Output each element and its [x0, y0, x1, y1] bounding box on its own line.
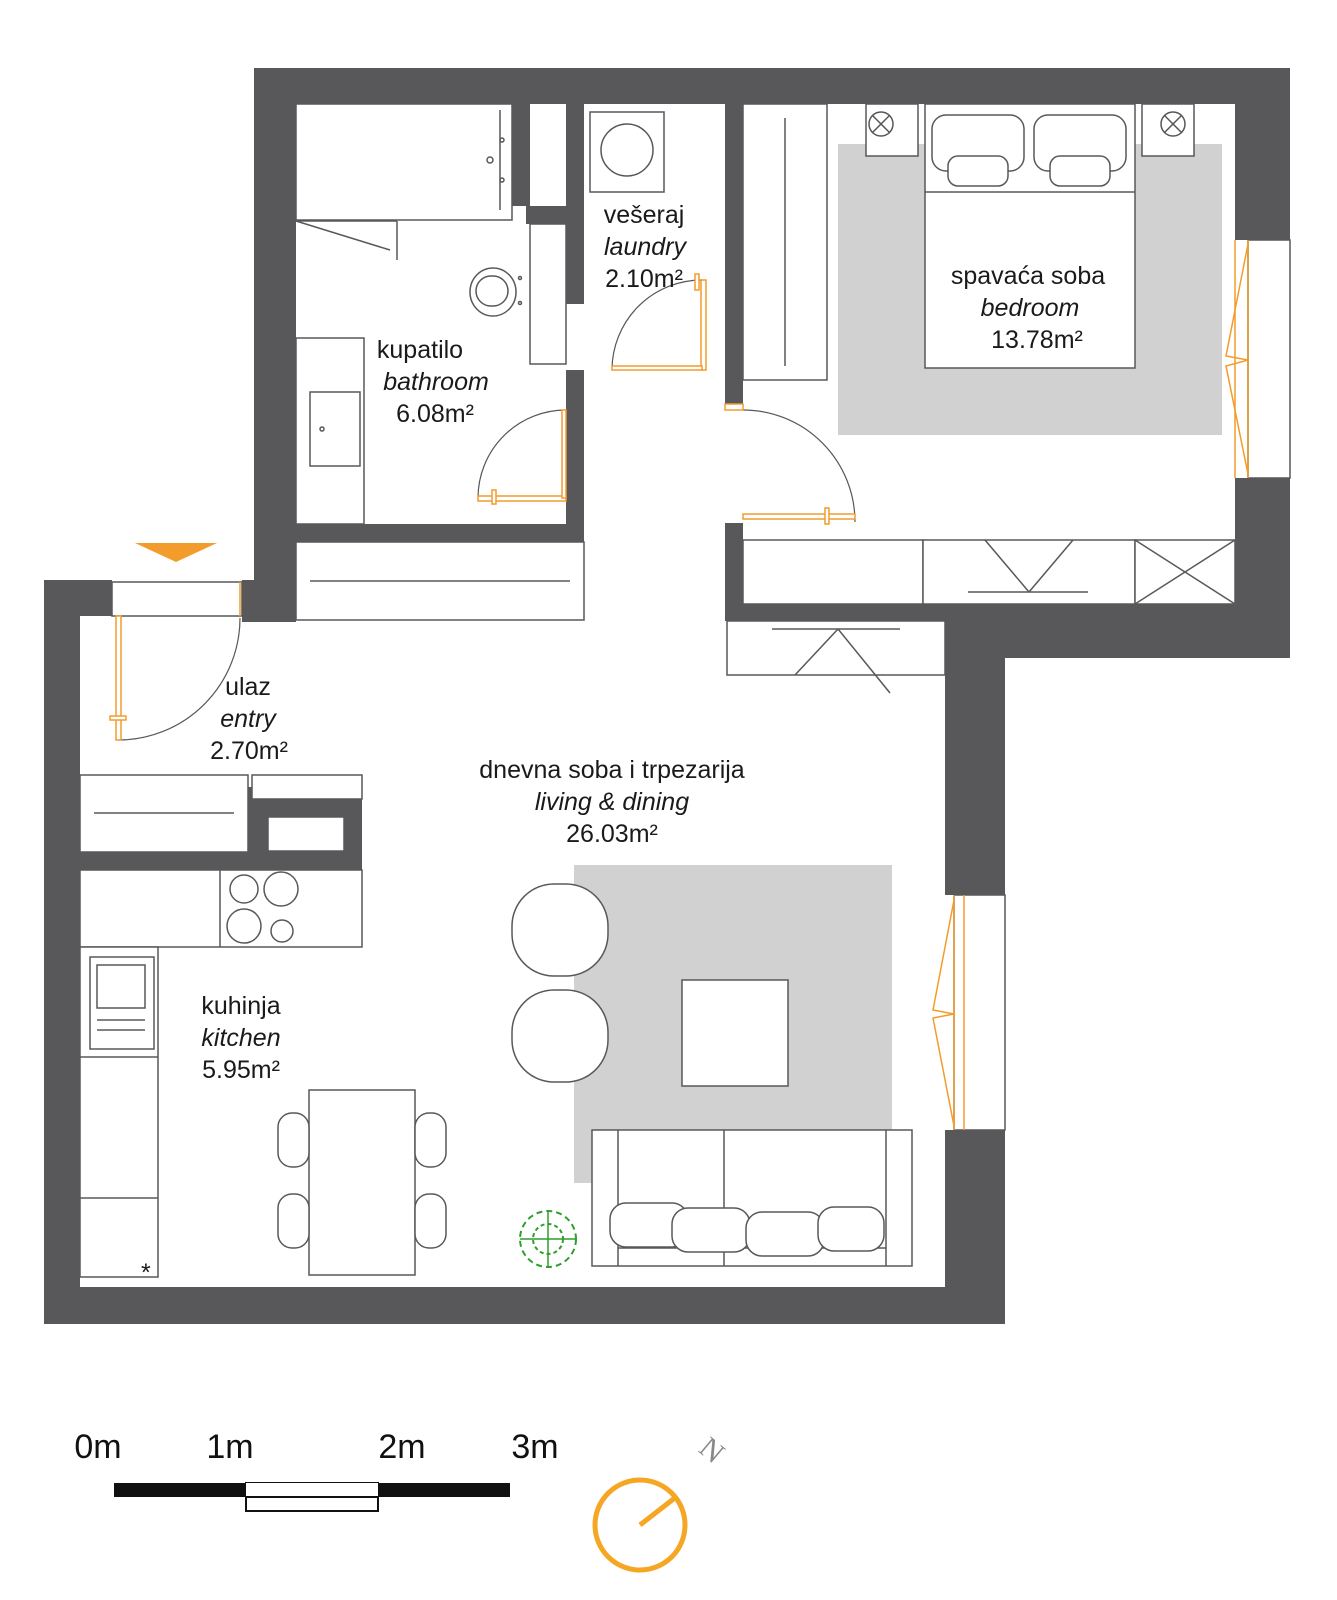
- bedroom-wardrobe: [742, 103, 828, 381]
- hall-wardrobe: [295, 541, 585, 621]
- scale-bar: 0m 1m 2m 3m: [74, 1428, 559, 1512]
- dining-chair: [277, 1112, 310, 1168]
- armchair: [511, 989, 609, 1083]
- svg-text:bedroom: bedroom: [981, 294, 1080, 322]
- living-furniture: [511, 883, 913, 1267]
- svg-text:vešeraj: vešeraj: [604, 201, 685, 229]
- coffee-table: [681, 979, 789, 1087]
- toilet: [469, 267, 517, 317]
- wc-cistern: [529, 223, 567, 365]
- sofa-cushion: [817, 1206, 885, 1252]
- bedroom-furniture: [865, 103, 1195, 369]
- label-laundry: vešeraj laundry 2.10m²: [604, 201, 688, 293]
- sofa-cushion: [745, 1211, 825, 1257]
- bedroom-window: [1225, 239, 1291, 479]
- walls: [44, 68, 1290, 1324]
- label-entry: ulaz entry 2.70m²: [210, 673, 288, 765]
- scale-label-2: 2m: [378, 1428, 425, 1466]
- entry-marker: [135, 543, 217, 562]
- asterisk-mark: *: [141, 1259, 151, 1287]
- svg-text:living & dining: living & dining: [535, 788, 689, 816]
- laundry-fixtures: [589, 111, 665, 193]
- north-label: N: [693, 1431, 731, 1470]
- sofa-cushion: [671, 1207, 751, 1253]
- bedroom-cabinets: [742, 539, 1236, 605]
- bedroom-door[interactable]: [724, 403, 856, 525]
- armchair: [511, 883, 609, 977]
- dining-chair: [414, 1112, 447, 1168]
- laundry-door[interactable]: [611, 273, 707, 371]
- kitchen-sink: [89, 956, 155, 1050]
- cushion: [1049, 155, 1111, 187]
- svg-text:2.70m²: 2.70m²: [210, 737, 288, 765]
- shower-tray: [295, 103, 513, 221]
- svg-text:spavaća soba: spavaća soba: [951, 262, 1105, 290]
- svg-text:kupatilo: kupatilo: [377, 336, 463, 364]
- svg-text:laundry: laundry: [604, 233, 687, 261]
- svg-text:entry: entry: [220, 705, 277, 733]
- dining-table: [308, 1089, 416, 1276]
- svg-text:ulaz: ulaz: [225, 673, 271, 701]
- label-bedroom: spavaća soba bedroom 13.78m²: [951, 262, 1105, 354]
- plant-icon: [519, 1210, 577, 1268]
- scale-label-3: 3m: [511, 1428, 558, 1466]
- oven: [267, 816, 345, 852]
- svg-text:dnevna soba i trpezarija: dnevna soba i trpezarija: [479, 756, 745, 784]
- washing-machine: [589, 111, 665, 193]
- svg-text:kuhinja: kuhinja: [201, 992, 280, 1020]
- kitchen-counter: [79, 869, 363, 948]
- svg-text:2.10m²: 2.10m²: [605, 265, 683, 293]
- label-kitchen: kuhinja kitchen 5.95m²: [201, 992, 280, 1084]
- bathroom-fixtures: [295, 103, 567, 525]
- svg-text:26.03m²: 26.03m²: [566, 820, 658, 848]
- svg-text:13.78m²: 13.78m²: [991, 326, 1083, 354]
- svg-text:6.08m²: 6.08m²: [396, 400, 474, 428]
- kitchen-fixtures: *: [79, 774, 363, 1287]
- svg-text:bathroom: bathroom: [383, 368, 489, 396]
- label-bathroom: kupatilo bathroom 6.08m²: [377, 336, 489, 428]
- dining-chair: [414, 1193, 447, 1249]
- scale-label-0: 0m: [74, 1428, 121, 1466]
- bathroom-door[interactable]: [477, 409, 567, 505]
- cushion: [947, 155, 1009, 187]
- svg-text:kitchen: kitchen: [201, 1024, 280, 1052]
- scale-label-1: 1m: [206, 1428, 253, 1466]
- label-living: dnevna soba i trpezarija living & dining…: [479, 756, 745, 848]
- kitchen-upper-shelf: [251, 774, 363, 800]
- washbasin: [309, 391, 361, 467]
- dining-chair: [277, 1193, 310, 1249]
- svg-text:5.95m²: 5.95m²: [202, 1056, 280, 1084]
- living-window: [932, 894, 1006, 1131]
- dining-set: [277, 1089, 447, 1276]
- entry-door[interactable]: [109, 581, 243, 741]
- cooktop: [226, 871, 299, 944]
- living-cabinet: [726, 620, 946, 694]
- north-compass-icon: N: [592, 1431, 731, 1573]
